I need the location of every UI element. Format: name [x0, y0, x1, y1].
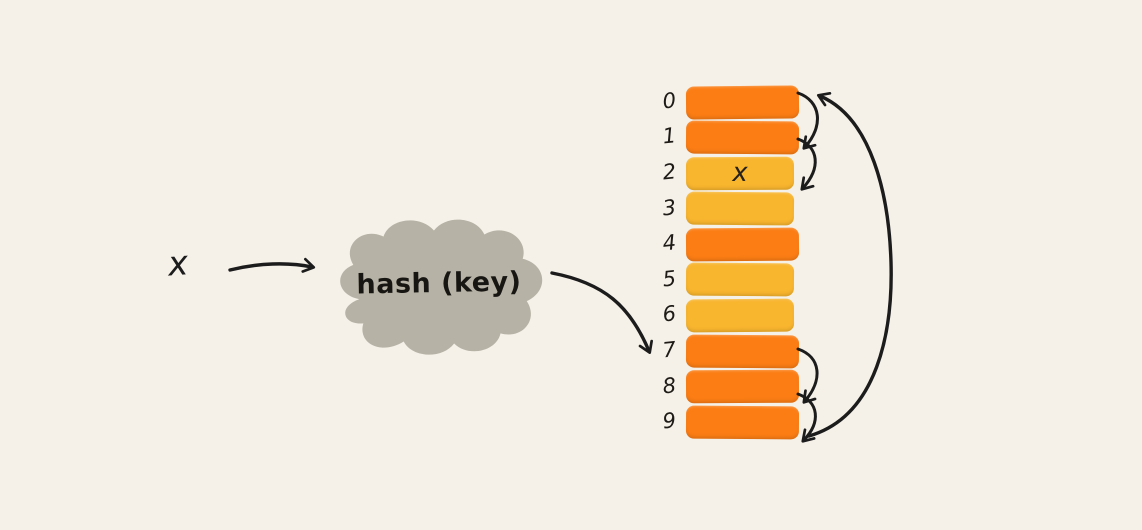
array-slot-row: 7 [630, 333, 800, 369]
array-slot-cell [685, 84, 800, 119]
slot-index-label: 2 [661, 159, 678, 185]
wraparound-arrow-9-to-0 [807, 92, 893, 438]
array-slot-row: 9 [630, 404, 800, 440]
slot-index-label: 1 [661, 123, 678, 149]
slot-index-label: 6 [661, 301, 678, 327]
slot-index-label: 0 [661, 87, 678, 114]
slot-index-label: 4 [661, 230, 678, 256]
array-slot-cell: x [685, 156, 795, 190]
probe-arrow-1-to-2 [796, 137, 817, 191]
slot-index-label: 8 [661, 372, 678, 398]
array-slot-row: 6 [630, 298, 799, 334]
key-input-label: x [166, 243, 190, 285]
array-slot-cell [685, 191, 795, 226]
array-slot-cell [685, 120, 800, 155]
array-slot-row: 1 [630, 120, 800, 156]
slot-index-label: 9 [661, 408, 678, 434]
arrow-x-to-hash [228, 257, 316, 273]
array-slot-row: 4 [630, 226, 800, 262]
array-slot-cell [685, 405, 800, 439]
slot-index-label: 7 [661, 337, 678, 363]
cloud-blob [340, 219, 543, 355]
probe-arrow-8-to-9 [796, 392, 817, 443]
slot-index-label: 3 [661, 194, 678, 221]
probe-arrow-7-to-8 [796, 347, 819, 404]
array-slot-cell [685, 263, 795, 297]
array-slot-cell [685, 334, 800, 368]
hash-function-label: hash (key) [356, 266, 522, 301]
cloud-shape-icon [340, 219, 543, 355]
array-slot-row: 3 [630, 191, 799, 227]
hash-function-cloud [323, 210, 555, 362]
array-slot-row: 8 [630, 369, 800, 405]
array-slot-cell [685, 227, 800, 261]
slot-value: x [732, 157, 748, 189]
array-slot-row: 5 [630, 262, 799, 298]
array-slot-row: 0 [630, 84, 800, 120]
slot-index-label: 5 [661, 265, 678, 292]
array-slot-cell [685, 298, 795, 333]
array-slot-cell [685, 369, 800, 404]
probe-arrow-0-to-1 [796, 91, 819, 150]
